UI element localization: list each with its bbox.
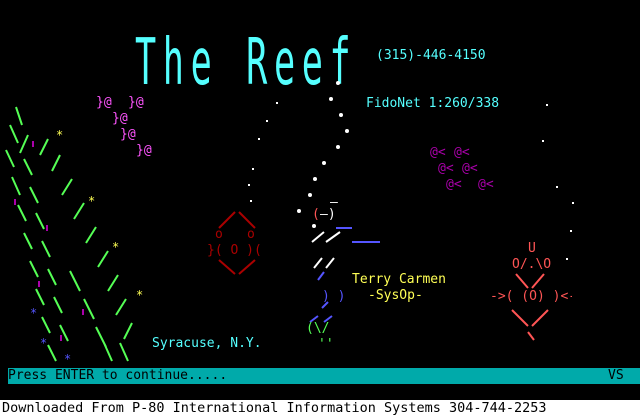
svg-text:@<: @<: [454, 145, 470, 160]
svg-text:}@: }@: [136, 143, 152, 158]
fidonet-address: FidoNet 1:260/338: [366, 96, 500, 111]
svg-text:@<: @<: [446, 177, 462, 192]
svg-text:*: *: [30, 306, 37, 320]
svg-text:*: *: [112, 240, 119, 254]
purple-fish-art: @<@< @<@< @<@<: [430, 145, 494, 192]
svg-text:(: (: [312, 207, 320, 222]
svg-text:'': '': [318, 337, 334, 352]
svg-text:@<: @<: [462, 161, 478, 176]
orange-fish-art: UO/.\O ->( (O) )<-: [490, 241, 572, 341]
svg-text:->( (O) )<-: ->( (O) )<-: [490, 289, 572, 304]
location-text: Syracuse, N.Y.: [152, 336, 262, 351]
diver-art: ( —)— ) ) (\/'': [306, 198, 380, 352]
svg-text:*: *: [64, 352, 71, 366]
red-fish-art: o o }( O )(: [207, 211, 262, 275]
continue-prompt: Press ENTER to continue.....: [8, 368, 228, 383]
svg-text:—): —): [320, 207, 336, 222]
download-footer: Downloaded From P-80 International Infor…: [0, 400, 640, 416]
svg-text:*: *: [40, 336, 47, 350]
continue-prompt-bar[interactable]: Press ENTER to continue..... VS: [8, 368, 640, 384]
svg-text:O/.\O: O/.\O: [512, 257, 551, 272]
svg-text:}@: }@: [120, 127, 136, 142]
svg-text:@<: @<: [430, 145, 446, 160]
sysop-name: Terry Carmen: [352, 272, 446, 287]
svg-text:o: o: [247, 227, 255, 242]
prompt-code: VS: [608, 368, 624, 383]
bubbles-art: [248, 81, 574, 260]
svg-text:*: *: [56, 128, 63, 142]
svg-text:(\/: (\/: [306, 321, 329, 336]
svg-text:@<: @<: [478, 177, 494, 192]
phone-number: (315)-446-4150: [376, 48, 486, 63]
footer-text: Downloaded From P-80 International Infor…: [2, 400, 547, 416]
svg-text:o: o: [215, 227, 223, 242]
svg-text:}@: }@: [112, 111, 128, 126]
svg-text:) ): ) ): [322, 289, 345, 304]
svg-text:@<: @<: [438, 161, 454, 176]
svg-text:}@: }@: [96, 95, 112, 110]
board-logo: The Reef: [135, 26, 358, 100]
svg-text:}( O )(: }( O )(: [207, 243, 262, 258]
sysop-title: -SysOp-: [368, 288, 423, 303]
svg-text:*: *: [136, 288, 143, 302]
svg-text:U: U: [528, 241, 536, 256]
svg-text:}@: }@: [128, 95, 144, 110]
svg-text:*: *: [88, 194, 95, 208]
svg-text:—: —: [330, 198, 338, 210]
seaweed-art: * * * * * * *: [5, 106, 143, 366]
magenta-fish-art: }@}@ }@}@}@: [96, 95, 152, 158]
